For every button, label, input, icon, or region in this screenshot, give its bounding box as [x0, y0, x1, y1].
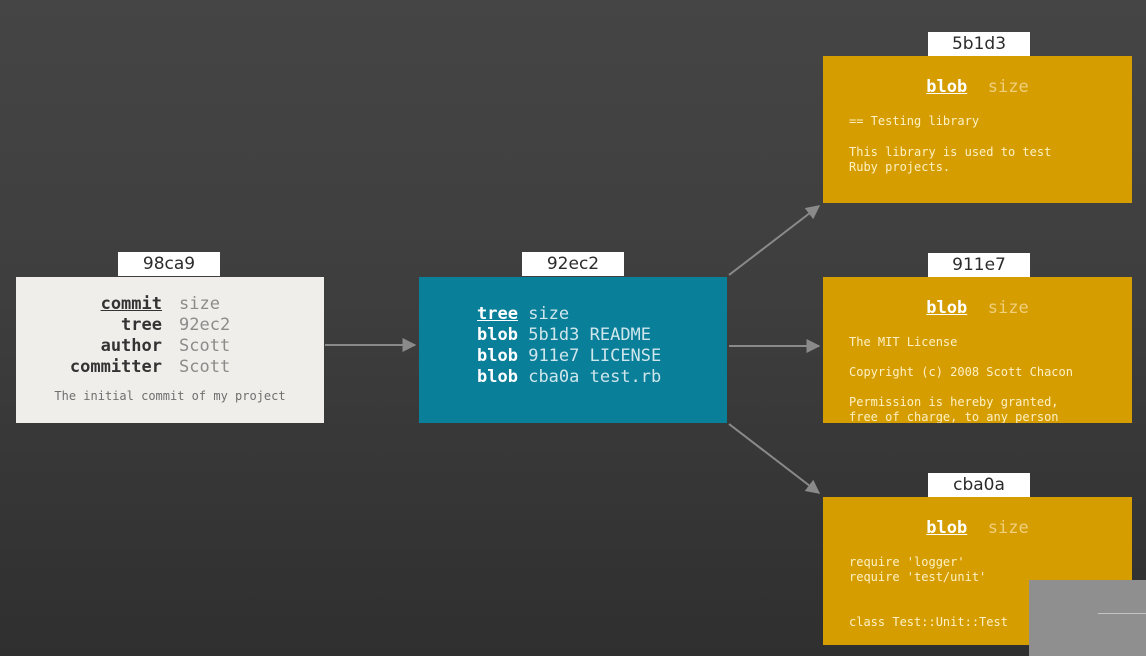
blob-content-line: require 'test/unit' — [849, 570, 987, 584]
blob-id-tag: 911e7 — [928, 253, 1030, 277]
blob-content-line: free of charge, to any person — [849, 410, 1059, 423]
commit-row-key: commit — [100, 294, 162, 314]
blob-content-line: This library is used to test — [849, 145, 1052, 159]
blob-content-line: Ruby projects. — [849, 160, 951, 174]
commit-row-value: 92ec2 — [179, 315, 231, 335]
video-thumbnail-overlay[interactable] — [1029, 580, 1146, 656]
tree-row-key: tree — [477, 304, 518, 324]
blob-content-line: class Test::Unit::Test — [849, 615, 1008, 629]
blob-content-line: Permission is hereby granted, — [849, 395, 1059, 409]
blob-id-tag: cba0a — [928, 473, 1030, 497]
commit-row-value: Scott — [179, 357, 231, 377]
tree-row-key: blob — [477, 325, 518, 345]
commit-object-box: commit size tree 92ec2 author Scott comm… — [16, 277, 324, 423]
commit-row-value: size — [179, 294, 220, 314]
blob-object-box: blob size == Testing library This librar… — [823, 56, 1132, 203]
blob-header: blob size — [823, 297, 1132, 319]
overlay-divider — [1098, 613, 1146, 614]
tree-row-key: blob — [477, 367, 518, 387]
blob-content-line: Copyright (c) 2008 Scott Chacon — [849, 365, 1073, 379]
commit-message: The initial commit of my project — [54, 389, 286, 403]
commit-row: tree 92ec2 — [16, 315, 324, 336]
blob-header-value: size — [987, 518, 1029, 538]
tree-row-value: 5b1d3 README — [528, 325, 652, 345]
blob-id-tag: 5b1d3 — [928, 32, 1030, 56]
blob-header-value: size — [987, 77, 1029, 97]
tree-row: blob cba0a test.rb — [477, 367, 661, 388]
blob-header: blob size — [823, 76, 1132, 98]
blob-header-key: blob — [926, 298, 968, 318]
commit-id-tag: 98ca9 — [118, 252, 220, 276]
arrow-tree-to-blob-cba0a — [728, 423, 821, 494]
tree-row-value: cba0a test.rb — [528, 367, 662, 387]
blob-object-box: blob size The MIT License Copyright (c) … — [823, 277, 1132, 423]
tree-row-key: blob — [477, 346, 518, 366]
blob-header-key: blob — [926, 518, 968, 538]
blob-content-line: The MIT License — [849, 335, 958, 349]
tree-row-value: 911e7 LICENSE — [528, 346, 662, 366]
blob-object-box: blob size require 'logger' require 'test… — [823, 497, 1132, 645]
commit-row-key: author — [100, 336, 162, 356]
blob-header-value: size — [987, 298, 1029, 318]
blob-content-line: require 'logger' — [849, 555, 965, 569]
commit-row-key: tree — [121, 315, 162, 335]
blob-header-key: blob — [926, 77, 968, 97]
commit-row-value: Scott — [179, 336, 231, 356]
tree-id-tag: 92ec2 — [522, 252, 624, 276]
tree-row: blob 911e7 LICENSE — [477, 346, 661, 367]
blob-header: blob size — [823, 517, 1132, 539]
commit-row-key: committer — [69, 357, 162, 377]
commit-row: commit size — [16, 294, 324, 315]
blob-content-line: == Testing library — [849, 114, 980, 128]
arrow-tree-to-blob-5b1d3 — [728, 205, 821, 276]
tree-object-box: tree size blob 5b1d3 README blob 911e7 L… — [419, 277, 727, 423]
commit-row: committer Scott — [16, 357, 324, 378]
commit-row: author Scott — [16, 336, 324, 357]
tree-row: tree size — [477, 304, 569, 325]
tree-row: blob 5b1d3 README — [477, 325, 651, 346]
tree-row-value: size — [528, 304, 570, 324]
